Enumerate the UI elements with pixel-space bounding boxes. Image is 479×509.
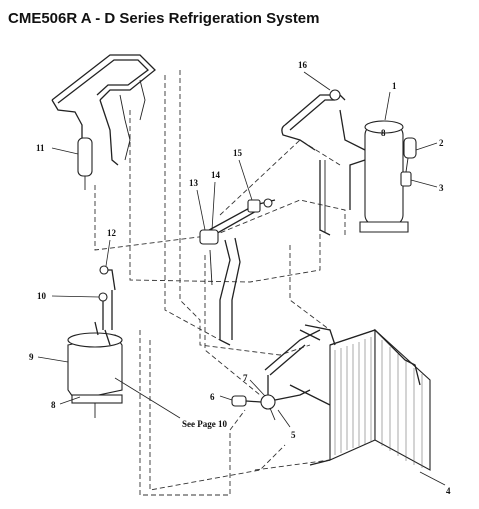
callout-6: 6 — [210, 392, 215, 402]
callout-15: 15 — [233, 148, 243, 158]
callout-8: 8 — [51, 400, 56, 410]
callout-14: 14 — [211, 170, 221, 180]
callout-12: 12 — [107, 228, 117, 238]
condenser-fins — [334, 337, 423, 468]
part-16-valve — [281, 89, 346, 236]
part-10-12-fittings — [98, 265, 116, 330]
part-1-compressor: 8 — [339, 109, 409, 233]
callout-2: 2 — [439, 138, 444, 148]
callout-9: 9 — [29, 352, 34, 362]
callout-10: 10 — [37, 291, 47, 301]
part-4-condenser — [299, 324, 431, 471]
callout-16: 16 — [298, 60, 308, 70]
callout-13: 13 — [189, 178, 199, 188]
callout-7: 7 — [243, 373, 248, 383]
callout-3: 3 — [439, 183, 444, 193]
dashed-connections — [94, 70, 346, 496]
top-tubing-loop — [51, 54, 156, 166]
part-3-relay — [400, 171, 412, 187]
part-2-capacitor — [403, 137, 417, 173]
part-5-7-valves — [231, 329, 331, 421]
callout-11: 11 — [36, 143, 45, 153]
part-mark-8: 8 — [381, 128, 386, 138]
leader-lines — [37, 71, 446, 486]
callout-4: 4 — [446, 486, 451, 496]
callout-1: 1 — [392, 81, 397, 91]
part-9-compressor — [67, 321, 123, 418]
central-valve-assembly — [199, 198, 276, 346]
diagram-title: CME506R A - D Series Refrigeration Syste… — [8, 10, 320, 27]
callout-labels: 1 2 3 4 5 6 7 8 9 10 12 11 13 14 15 16 S… — [29, 60, 451, 496]
callout-5: 5 — [291, 430, 296, 440]
part-11-drier — [77, 137, 93, 190]
see-page-note: See Page 10 — [182, 419, 227, 429]
